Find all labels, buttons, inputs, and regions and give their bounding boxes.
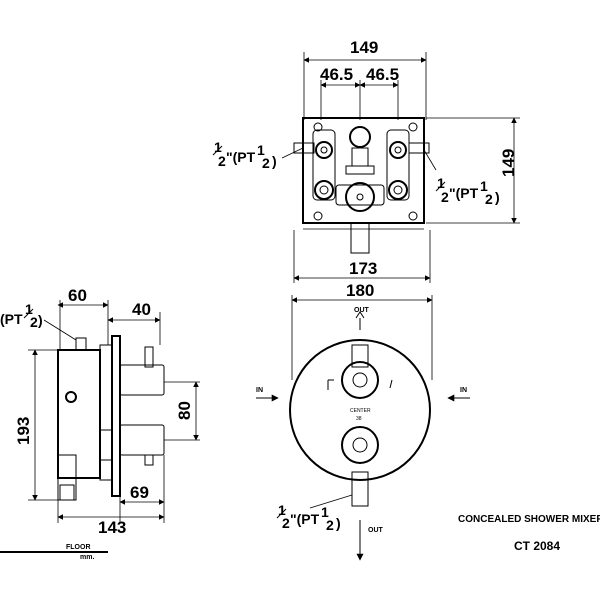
svg-text:2: 2	[441, 189, 449, 205]
temp-scale-label: CENTER	[350, 408, 371, 414]
svg-text:(PT: (PT	[0, 311, 23, 327]
floor-label: FLOOR	[66, 544, 91, 551]
svg-text:"(PT: "(PT	[226, 149, 256, 165]
svg-text:1: 1	[437, 175, 445, 191]
units-label: mm.	[80, 554, 94, 561]
cover-plate	[289, 339, 431, 481]
dim-side-center: 80	[175, 401, 194, 420]
top-view: 149 46.5 46.5	[212, 38, 520, 283]
dim-side-height: 193	[14, 417, 33, 445]
svg-text:1: 1	[257, 142, 265, 158]
svg-text:"(PT: "(PT	[290, 511, 320, 527]
side-pipe-label: (PT 1 2 )	[0, 301, 77, 341]
temp-scale-value: 38	[356, 416, 362, 422]
out-top-label: OUT	[354, 307, 370, 314]
dim-front-diameter: 180	[346, 281, 374, 300]
svg-text:1: 1	[214, 139, 222, 155]
svg-text:2: 2	[326, 517, 334, 533]
svg-text:2: 2	[218, 153, 226, 169]
out-bottom-label: OUT	[368, 527, 384, 534]
svg-text:2: 2	[30, 314, 38, 330]
dim-side-top-right: 40	[132, 300, 151, 319]
svg-text:1: 1	[25, 301, 33, 317]
dim-right-spacing: 46.5	[366, 65, 399, 84]
side-view: 60 40 (PT 1 2 ) 193 80	[0, 286, 200, 561]
in-right-label: IN	[460, 387, 467, 394]
svg-text:1: 1	[321, 504, 329, 520]
dim-top-height: 149	[499, 149, 518, 177]
pipe-label-right: 1 2 "(PT 1 2 )	[423, 149, 500, 207]
svg-text:): )	[272, 153, 277, 169]
in-left-label: IN	[256, 387, 263, 394]
valve-body-square	[302, 117, 425, 224]
front-view: 180 OUT CENTER 38 IN IN OUT 1 2 "(PT	[256, 281, 470, 561]
dim-side-top-left: 60	[68, 286, 87, 305]
svg-text:): )	[336, 515, 341, 531]
dim-side-bottom-large: 143	[98, 518, 126, 537]
svg-text:1: 1	[278, 502, 286, 518]
svg-text:): )	[38, 312, 43, 328]
dim-left-spacing: 46.5	[320, 65, 353, 84]
pipe-label-left: 1 2 "(PT 1 2 )	[212, 139, 304, 171]
title-block: CONCEALED SHOWER MIXER THERM CT 2084	[458, 514, 600, 553]
svg-text:2: 2	[282, 515, 290, 531]
svg-text:2: 2	[262, 155, 270, 171]
dim-top-width: 149	[350, 38, 378, 57]
svg-text:"(PT: "(PT	[449, 185, 479, 201]
dim-side-bottom-small: 69	[130, 483, 149, 502]
svg-text:1: 1	[480, 178, 488, 194]
svg-text:): )	[495, 189, 500, 205]
dim-top-bottom: 173	[349, 259, 377, 278]
model-number: CT 2084	[514, 539, 560, 553]
svg-text:2: 2	[485, 191, 493, 207]
product-title: CONCEALED SHOWER MIXER THERM	[458, 514, 600, 525]
front-pipe-label: 1 2 "(PT 1 2 )	[276, 494, 353, 533]
